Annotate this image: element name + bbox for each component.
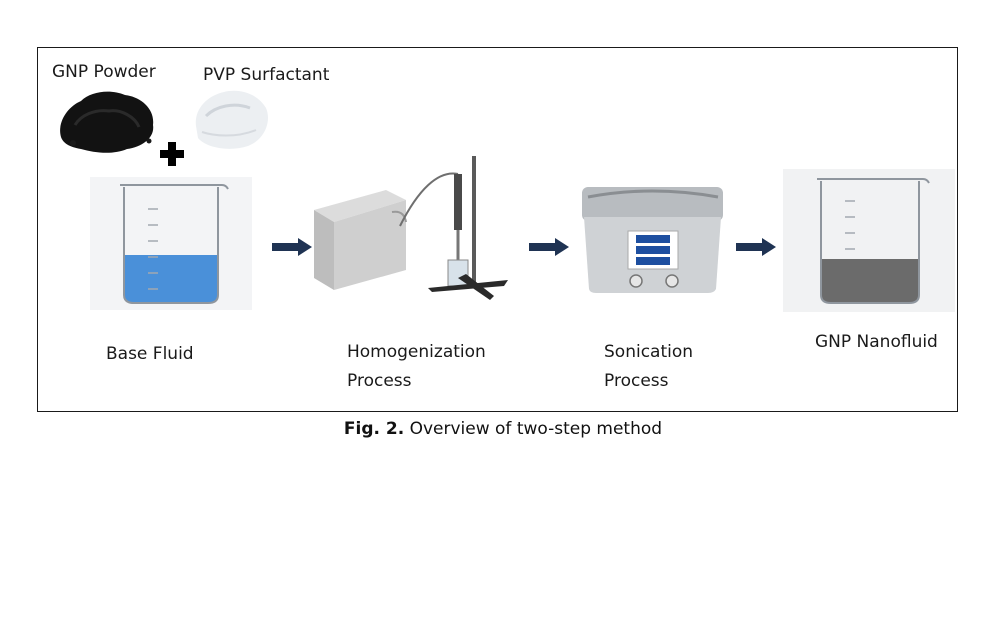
step-label-base-fluid: Base Fluid bbox=[106, 344, 194, 364]
gnp-powder-label: GNP Powder bbox=[52, 62, 156, 82]
pvp-surfactant-image bbox=[195, 90, 268, 149]
gnp-powder-image bbox=[60, 91, 154, 153]
step-label-sonication: Sonication Process bbox=[604, 342, 694, 391]
diagram-frame bbox=[37, 47, 958, 412]
step-label-nanofluid: GNP Nanofluid bbox=[815, 332, 938, 352]
figure-number: Fig. 2. bbox=[343, 419, 405, 439]
plus-icon bbox=[160, 142, 184, 166]
step-label-homogenization: Homogenization Process bbox=[347, 342, 486, 391]
sonicator-image bbox=[582, 187, 723, 293]
arrow-icon bbox=[736, 238, 776, 256]
pvp-surfactant-label: PVP Surfactant bbox=[203, 65, 330, 85]
homogenizer-image bbox=[314, 156, 508, 300]
nanofluid-beaker bbox=[783, 169, 955, 312]
figure-caption: Fig. 2. Overview of two-step method bbox=[0, 419, 1006, 439]
arrow-icon bbox=[529, 238, 569, 256]
base-fluid-beaker bbox=[90, 177, 252, 310]
arrow-icon bbox=[272, 238, 312, 256]
figure-caption-text: Overview of two-step method bbox=[404, 419, 663, 439]
